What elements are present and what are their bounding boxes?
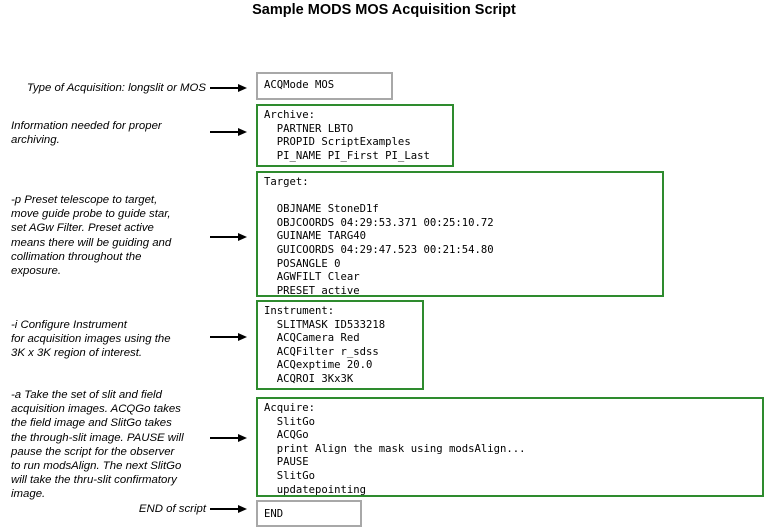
- script-line: SLITMASK ID533218: [264, 318, 386, 331]
- archive-arrow: [210, 128, 247, 136]
- note-line: END of script: [138, 503, 206, 515]
- archive-note: Information needed for proper archiving.: [11, 119, 162, 147]
- script-line: ACQexptime 20.0: [264, 359, 373, 372]
- note-line: 3K x 3K region of interest.: [11, 347, 143, 360]
- script-line: SlitGo: [264, 415, 316, 428]
- note-line: -p Preset telescope to target,: [11, 194, 158, 206]
- note-line: pause the script for the observer: [11, 445, 175, 458]
- acq-type-arrow: [210, 84, 247, 92]
- script-line: PI_NAME PI_First PI_Last: [264, 149, 430, 162]
- note-line: Type of Acquisition: longslit or MOS: [26, 82, 206, 94]
- script-line: [264, 190, 656, 204]
- note-line: -a Take the set of slit and field: [11, 389, 162, 401]
- acq-type-note: Type of Acquisition: longslit or MOS: [27, 81, 206, 95]
- note-line: means there will be guiding and: [11, 236, 172, 249]
- note-line: to run modsAlign. The next SlitGo: [11, 460, 182, 473]
- end-box: END: [256, 500, 362, 527]
- script-line: ACQMode MOS: [264, 79, 335, 91]
- target-code: Target: OBJNAME StoneD1f OBJCOORDS 04:29…: [264, 176, 656, 297]
- script-line: GUINAME TARG40: [264, 230, 367, 243]
- script-line: updatepointing: [264, 483, 367, 496]
- script-line: ACQCamera Red: [264, 332, 360, 345]
- instrument-arrow: [210, 333, 247, 341]
- target-box: Target: OBJNAME StoneD1f OBJCOORDS 04:29…: [256, 171, 664, 297]
- script-line: SlitGo: [264, 469, 316, 482]
- acquire-arrow: [210, 434, 247, 442]
- acquire-code: Acquire: SlitGo ACQGo print Align the ma…: [264, 402, 756, 496]
- acquire-note: -a Take the set of slit and field acquisi…: [11, 388, 184, 502]
- note-line: Information needed for proper: [11, 120, 162, 132]
- script-line: Target:: [264, 176, 309, 188]
- note-line: acquisition images. ACQGo takes: [11, 403, 181, 416]
- note-line: archiving.: [11, 134, 60, 147]
- script-line: PROPID ScriptExamples: [264, 136, 411, 149]
- script-line: AGWFILT Clear: [264, 271, 360, 284]
- script-line: PRESET active: [264, 284, 360, 297]
- end-arrow: [210, 505, 247, 513]
- target-note: -p Preset telescope to target, move guide…: [11, 193, 171, 278]
- note-line: the through-slit image. PAUSE will: [11, 431, 184, 444]
- target-arrow: [210, 233, 247, 241]
- script-line: PARTNER LBTO: [264, 122, 354, 135]
- script-line: Instrument:: [264, 305, 335, 317]
- acq-mode-code: ACQMode MOS: [264, 77, 385, 93]
- archive-box: Archive: PARTNER LBTO PROPID ScriptExamp…: [256, 104, 454, 167]
- end-code: END: [264, 505, 354, 522]
- note-line: image.: [11, 488, 46, 501]
- script-line: Archive:: [264, 109, 316, 121]
- note-line: move guide probe to guide star,: [11, 208, 171, 221]
- instrument-box: Instrument: SLITMASK ID533218 ACQCamera …: [256, 300, 424, 390]
- script-line: POSANGLE 0: [264, 257, 341, 270]
- note-line: set AGw Filter. Preset active: [11, 222, 154, 235]
- script-line: ACQROI 3Kx3K: [264, 372, 354, 385]
- script-line: GUICOORDS 04:29:47.523 00:21:54.80: [264, 243, 494, 256]
- script-line: OBJNAME StoneD1f: [264, 203, 379, 216]
- end-note: END of script: [139, 502, 206, 516]
- script-line: PAUSE: [264, 456, 309, 469]
- note-line: -i Configure Instrument: [11, 319, 127, 331]
- instrument-note: -i Configure Instrument for acquisition i…: [11, 318, 171, 361]
- note-line: the field image and SlitGo takes: [11, 417, 172, 430]
- instrument-code: Instrument: SLITMASK ID533218 ACQCamera …: [264, 305, 416, 387]
- acquire-box: Acquire: SlitGo ACQGo print Align the ma…: [256, 397, 764, 497]
- note-line: for acquisition images using the: [11, 333, 171, 346]
- note-line: exposure.: [11, 265, 62, 278]
- archive-code: Archive: PARTNER LBTO PROPID ScriptExamp…: [264, 109, 446, 163]
- page-title: Sample MODS MOS Acquisition Script: [252, 2, 516, 18]
- script-line: ACQGo: [264, 429, 309, 442]
- script-line: Acquire:: [264, 402, 316, 414]
- script-line: OBJCOORDS 04:29:53.371 00:25:10.72: [264, 216, 494, 229]
- script-line: END: [264, 508, 284, 520]
- acq-mode-box: ACQMode MOS: [256, 72, 393, 100]
- script-line: ACQFilter r_sdss: [264, 345, 379, 358]
- note-line: collimation throughout the: [11, 250, 142, 263]
- script-line: print Align the mask using modsAlign...: [264, 442, 526, 455]
- note-line: will take the thru-slit confirmatory: [11, 474, 177, 487]
